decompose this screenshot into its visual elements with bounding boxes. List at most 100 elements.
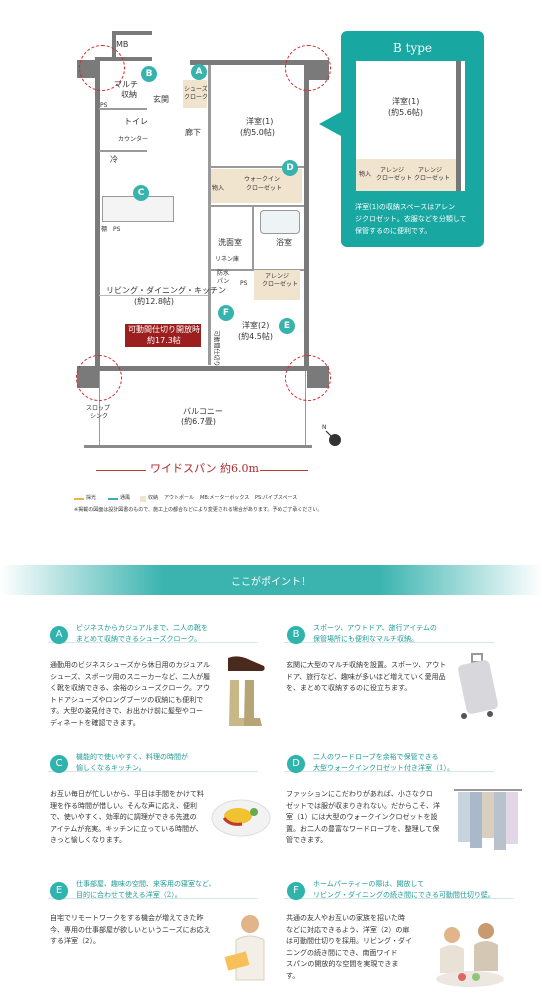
point-e-body-3: する洋室（2）。 [50,937,100,945]
btype-title: B type [392,41,433,55]
point-f-body-4: ニングの続き間にでき、南面ワイド [286,948,398,957]
plan-badge-b: B [141,66,157,82]
point-c-head-1: 機能的で使いやすく、料理の時間が [76,753,188,761]
wall-int-1 [208,65,211,365]
room-slop-1: スロップ [86,405,111,412]
suitcase-illustration-icon [448,650,508,722]
wall-right [304,60,309,370]
point-d-badge: D [287,755,305,773]
point-f-badge: F [287,882,305,900]
point-d-body-1: ファッションにこだわりがあれば、小さなクロ [286,790,433,798]
btype-arrange-1a: アレンジ [380,167,405,174]
legend-outpole: アウトポール [164,495,195,501]
point-b-body-1: 玄関に大型のマルチ収納を設置。スポーツ、アウト [286,661,447,669]
wall-bottom [95,366,309,371]
point-a-body-1: 通勤用のビジネスシューズから休日用のカジュアル [50,661,210,669]
btype-plan: 洋室(1) (約5.6帖) 物入 アレンジ クローゼット アレンジ クローゼット [356,61,465,191]
compass-icon [322,427,344,449]
wall-mb-left [112,31,116,59]
point-b-body-3: を、まとめて収納するのに役立ちます。 [286,684,412,692]
legend-ps: PS:パイプスペース [255,495,298,501]
room-bouseipan-2: パン [217,278,230,285]
point-b-body-2: ドア、旅行など、趣味が多いほど増えていく愛用品 [286,672,446,681]
point-a-body-4: トドアシューズやロングブーツの収納にも便利で [50,695,204,704]
legend-mb: MB:メーターボックス [200,495,250,501]
movable-open-size: 約17.3帖 [147,336,181,345]
btype-panel: B type 洋室(1) (約5.6帖) 物入 アレンジ クローゼット アレンジ… [341,31,484,247]
room-arrange-2: クローゼット [262,281,299,288]
span-label: ワイドスパン 約6.0m [150,462,259,475]
room-mb: MB [116,40,129,49]
point-a-head-2: まとめて収納できるシューズクローク。 [76,635,201,643]
point-a-body-2: シューズ、スポーツ用のスニーカーなど、二人が履 [50,672,211,681]
point-b-header-bg [284,624,494,643]
plan-badge-c: C [133,185,149,201]
point-a-header-bg [48,624,258,643]
section-banner: ここがポイント！ [0,565,542,595]
point-d-body-4: 置。お二人の豊富なワードローブを、整理して保 [286,824,440,833]
legend-light: 採光 [86,495,97,501]
dish-illustration-icon [210,790,272,840]
point-e-badge: E [50,882,68,900]
room-walkin-2: クローゼット [246,185,283,192]
point-f-body-3: は可動間仕切りを採用。リビング・ダイ [286,937,412,945]
storage-shade-arrange [254,270,300,300]
room-counter: カウンター [118,136,149,143]
btype-storage: 物入 [359,171,372,178]
point-d-body-2: ゼットでは服が収まりきれない。だからこそ、洋 [286,801,440,810]
btype-arrange-2b: クローゼット [414,175,451,182]
room-balcony-size: (約6.7畳) [181,417,216,426]
point-e-body-2: 今、専用の仕事部屋が欲しいというニーズにお応え [50,925,211,934]
pillar-circle-bl [76,355,122,401]
point-a-body-6: ディネートを確認できます。 [50,718,140,727]
shoes-illustration-icon [210,650,270,730]
room-balcony-name: バルコニー [183,407,223,416]
btype-wall [456,61,461,191]
room-genkan: 玄関 [153,95,169,104]
movable-partition-callout [125,324,201,347]
point-f-body-2: などに対応できるよう、洋室（2）の扉 [286,925,410,934]
wall-int-3 [99,150,147,152]
room-ps-1: PS [100,102,108,109]
legend-swatch-wind [108,498,118,500]
room-shoes-1: シューズ [184,86,208,93]
point-f-body-6: す。 [286,971,300,980]
legend-swatch-storage [140,496,146,502]
room-western2-size: (約4.5帖) [238,332,273,341]
pillar-circle-br [285,355,331,401]
btype-room-name: 洋室(1) [392,97,420,106]
section-title: ここがポイント！ [231,577,311,588]
point-a-body-5: す。大型の姿見付きで、お出かけ前に髪型やコー [50,707,204,715]
room-multi-storage-2: 収納 [121,90,137,99]
wall-int-2 [99,108,147,110]
point-e-head-2: 目的に合わせて使える洋室（2）。 [76,891,182,899]
point-a-head-1: ビジネスからカジュアルまで、二人の靴を [76,624,209,632]
room-slop-2: シンク [90,413,109,420]
point-c-header-bg [48,753,258,772]
wall-left-top [95,57,100,368]
wall-int-5 [211,205,304,207]
plan-note: ※掲載の図面は設計図書のもので、施工上の都合などにより変更される場合があります。… [74,507,323,513]
wall-int-8 [99,295,208,296]
wall-int-6 [252,207,254,269]
pillar-circle-tr [285,45,331,91]
room-senmen: 洗面室 [218,238,242,247]
point-f-body-1: 共通の友人やお互いの家族を招いた時 [286,914,405,922]
room-bath: 浴室 [276,238,292,247]
balcony-rail [84,445,312,448]
point-c-body-4: アイテムが充実。キッチンに立っている時間が、 [50,824,203,833]
point-f-body-5: スパンの開放的な空間を実現できま [286,960,399,968]
room-hallway: 廊下 [185,128,201,137]
room-ps-3: PS [240,280,248,287]
legend-wind: 通風 [120,495,131,501]
plan-badge-e: E [279,318,295,334]
room-arrange-1: アレンジ [265,273,290,280]
btype-pointer [319,112,341,136]
btype-arrange-2a: アレンジ [418,167,443,174]
pillar-circle-tl [79,45,125,91]
point-b-head-2: 保管場所にも便利なマルチ収納。 [313,635,418,643]
reading-woman-illustration-icon [220,910,276,990]
room-shelf: 棚 [101,226,108,233]
point-c-body-1: お互い毎日が忙しいから、平日は手間をかけて料 [50,790,204,798]
btype-storage-shade [356,159,456,191]
